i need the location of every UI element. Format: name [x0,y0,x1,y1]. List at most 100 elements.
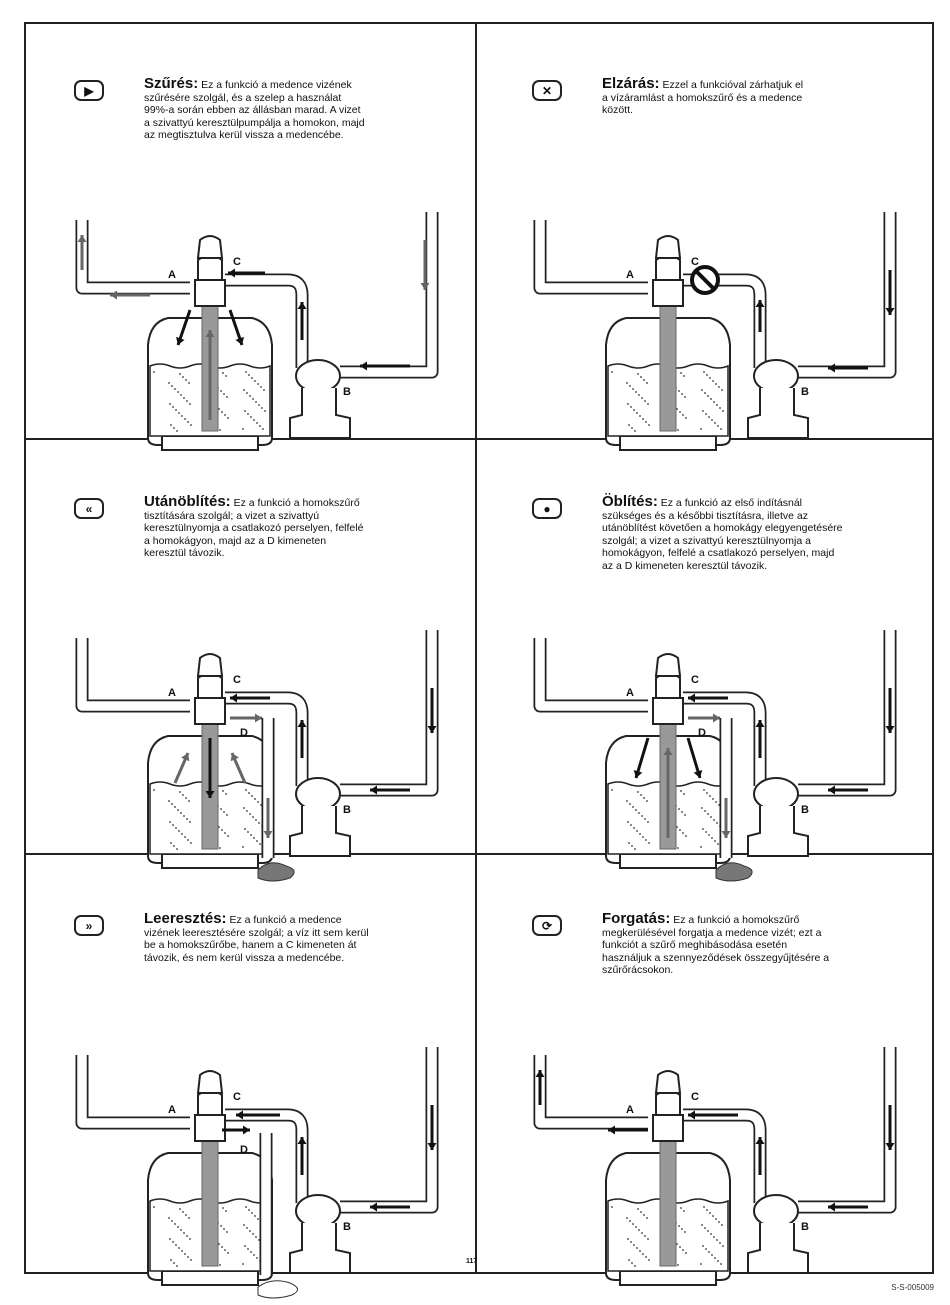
description-line: Ez a funkció a homokszűrő [233,497,360,509]
inlet-pipe [340,630,439,797]
multiport-valve [194,1070,226,1142]
pump [289,1194,351,1274]
port-label-a: A [626,269,634,281]
description-line: Ez a funkció az első indításnál [660,497,803,509]
description-line: szűrőrácsokon. [602,964,674,977]
drain-puddle [257,862,295,882]
row-divider-1 [24,438,934,440]
flow-arrow-left [370,1202,410,1212]
drain-puddle [715,862,753,882]
description-line: a vízáramlást a homokszűrő és a medence [602,91,803,104]
pump [747,359,809,439]
sand-filter-tank [147,722,273,869]
description-line: vizének leeresztésére szolgál; a víz itt… [144,926,369,939]
inlet-pipe [340,212,439,379]
mode-title: Szűrés: [144,75,199,92]
flow-arrow-down [427,1105,437,1150]
pump [289,777,351,857]
description-line: Ezzel a funkcióval zárhatjuk el [662,79,804,91]
description-line: között. [602,104,633,117]
port-label-a: A [626,687,634,699]
mode-description: Elzárás: Ezzel a funkcióval zárhatjuk el… [602,76,902,117]
flow-arrow-down [721,798,731,838]
description-line: 99%-a során ebben az állásban marad. A v… [144,104,361,117]
flow-diagram: A B C D [533,630,897,882]
no-flow-icon [690,265,720,295]
flow-arrow-down [263,798,273,838]
port-label-a: A [626,1104,634,1116]
flow-arrow-up [205,330,215,420]
flow-arrow-down [885,1105,895,1150]
description-line: a szivattyú keresztülpumpálja a homokon,… [144,116,365,129]
inlet-pipe [798,212,897,379]
flow-diagram: A B C D [75,630,439,882]
flow-arrow-down [228,309,244,346]
port-label-b: B [801,804,809,816]
description-line: keresztül távozik. [144,547,225,560]
description-line: be a homokszűrőbe, hanem a C kimeneten á… [144,939,357,952]
port-label-a: A [168,687,176,699]
port-label-c: C [691,674,699,686]
port-label-c: C [691,1091,699,1103]
description-line: szükséges és a későbbi tisztításra, ille… [602,509,809,522]
port-label-d: D [698,727,706,739]
description-line: Ez a funkció a medence [229,914,342,926]
port-label-b: B [343,1221,351,1233]
flow-diagram: ABC [533,1047,897,1286]
sand-filter-tank [147,1139,273,1286]
description-line: Ez a funkció a homokszűrő [673,914,800,926]
description-line: homokágyon, felfelé a csatlakozó persely… [602,547,835,560]
flow-arrow-left [236,1110,280,1120]
drop-icon: ● [532,498,562,519]
flow-arrow-left [828,1202,868,1212]
sand-filter-tank [605,304,731,451]
inlet-pipe [798,1047,897,1214]
port-label-b: B [343,804,351,816]
flow-arrow-left [110,290,150,300]
port-label-b: B [343,386,351,398]
description-line: tisztítására szolgál; a vizet a szivatty… [144,509,320,522]
pump [747,1194,809,1274]
flow-arrow-up [173,752,190,784]
double-chevron-down-icon: » [74,915,104,936]
port-label-c: C [233,1091,241,1103]
description-line: Ez a funkció a medence vizének [201,79,352,91]
port-label-c: C [691,256,699,268]
flow-arrow-down [205,738,215,798]
flow-arrow-left [828,363,868,373]
flow-arrow-left [828,785,868,795]
flow-arrow-up [297,302,307,340]
flow-arrow-left [688,1110,738,1120]
document-code: S-S-005009 [891,1283,934,1292]
multiport-valve [194,235,226,307]
flow-arrow-down [686,737,703,779]
flow-arrow-left [688,693,728,703]
description-line: az megtisztulva kerül vissza a medencébe… [144,129,344,142]
description-line: a homokágyon, majd az a D kimeneten [144,534,327,547]
flow-arrow-up [755,1137,765,1175]
flow-arrow-left [230,693,270,703]
close-icon: ✕ [532,80,562,101]
flow-diagram: ABC [533,212,897,451]
port-label-c: C [233,674,241,686]
port-label-d: D [240,727,248,739]
page-number: 117 [466,1258,478,1265]
mode-title: Forgatás: [602,910,671,927]
column-divider [475,22,477,1274]
description-line: használjuk a szennyeződések összegyűjtés… [602,951,830,964]
mode-section-4: ●Öblítés: Ez a funkció az első indításná… [498,488,948,888]
flow-arrow-right [230,713,262,723]
flow-arrow-down [885,270,895,315]
multiport-valve [652,1070,684,1142]
flow-arrow-up [77,235,87,270]
description-line: szolgál; a vizet a szivattyú keresztülny… [602,534,811,547]
flow-arrow-left [228,268,265,278]
description-line: szűrésére szolgál, és a szelep a használ… [144,91,342,104]
